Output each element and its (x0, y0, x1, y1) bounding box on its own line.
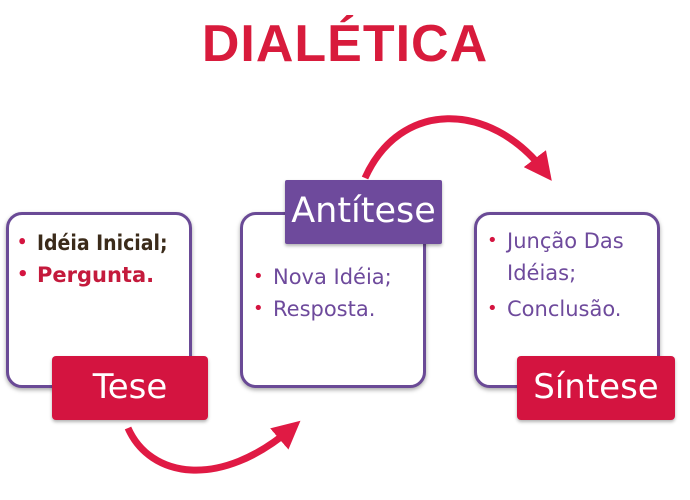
antitese-item-list: • Nova Idéia; • Resposta. (251, 261, 392, 325)
item-text: Pergunta. (37, 263, 155, 287)
list-item: • Pergunta. (15, 259, 168, 291)
list-item: • Junção Das Idéias; (485, 225, 657, 289)
bullet-icon: • (487, 298, 498, 319)
sintese-item-list: • Junção Das Idéias; • Conclusão. (485, 225, 657, 325)
item-text: Nova Idéia; (273, 265, 392, 289)
item-text: Idéia Inicial; (37, 231, 168, 255)
label-antitese: Antítese (285, 180, 442, 244)
item-text: Junção Das Idéias; (507, 229, 624, 285)
arrow-antitese-to-sintese (361, 115, 552, 181)
bullet-icon: • (253, 298, 264, 319)
item-text: Conclusão. (507, 297, 622, 321)
bullet-icon: • (253, 266, 264, 287)
list-item: • Resposta. (251, 293, 392, 325)
box-tese: • Idéia Inicial; • Pergunta. (6, 212, 192, 388)
label-sintese: Síntese (517, 356, 675, 420)
page-title: DIALÉTICA (201, 15, 489, 73)
list-item: • Conclusão. (485, 293, 657, 325)
bullet-icon: • (487, 230, 498, 251)
tese-item-list: • Idéia Inicial; • Pergunta. (15, 227, 168, 291)
list-item: • Idéia Inicial; (15, 227, 168, 259)
arrow-tese-to-antitese (124, 420, 301, 474)
bullet-icon: • (17, 264, 29, 285)
bullet-icon: • (17, 232, 28, 253)
list-item: • Nova Idéia; (251, 261, 392, 293)
label-tese: Tese (52, 356, 208, 420)
item-text: Resposta. (273, 297, 376, 321)
